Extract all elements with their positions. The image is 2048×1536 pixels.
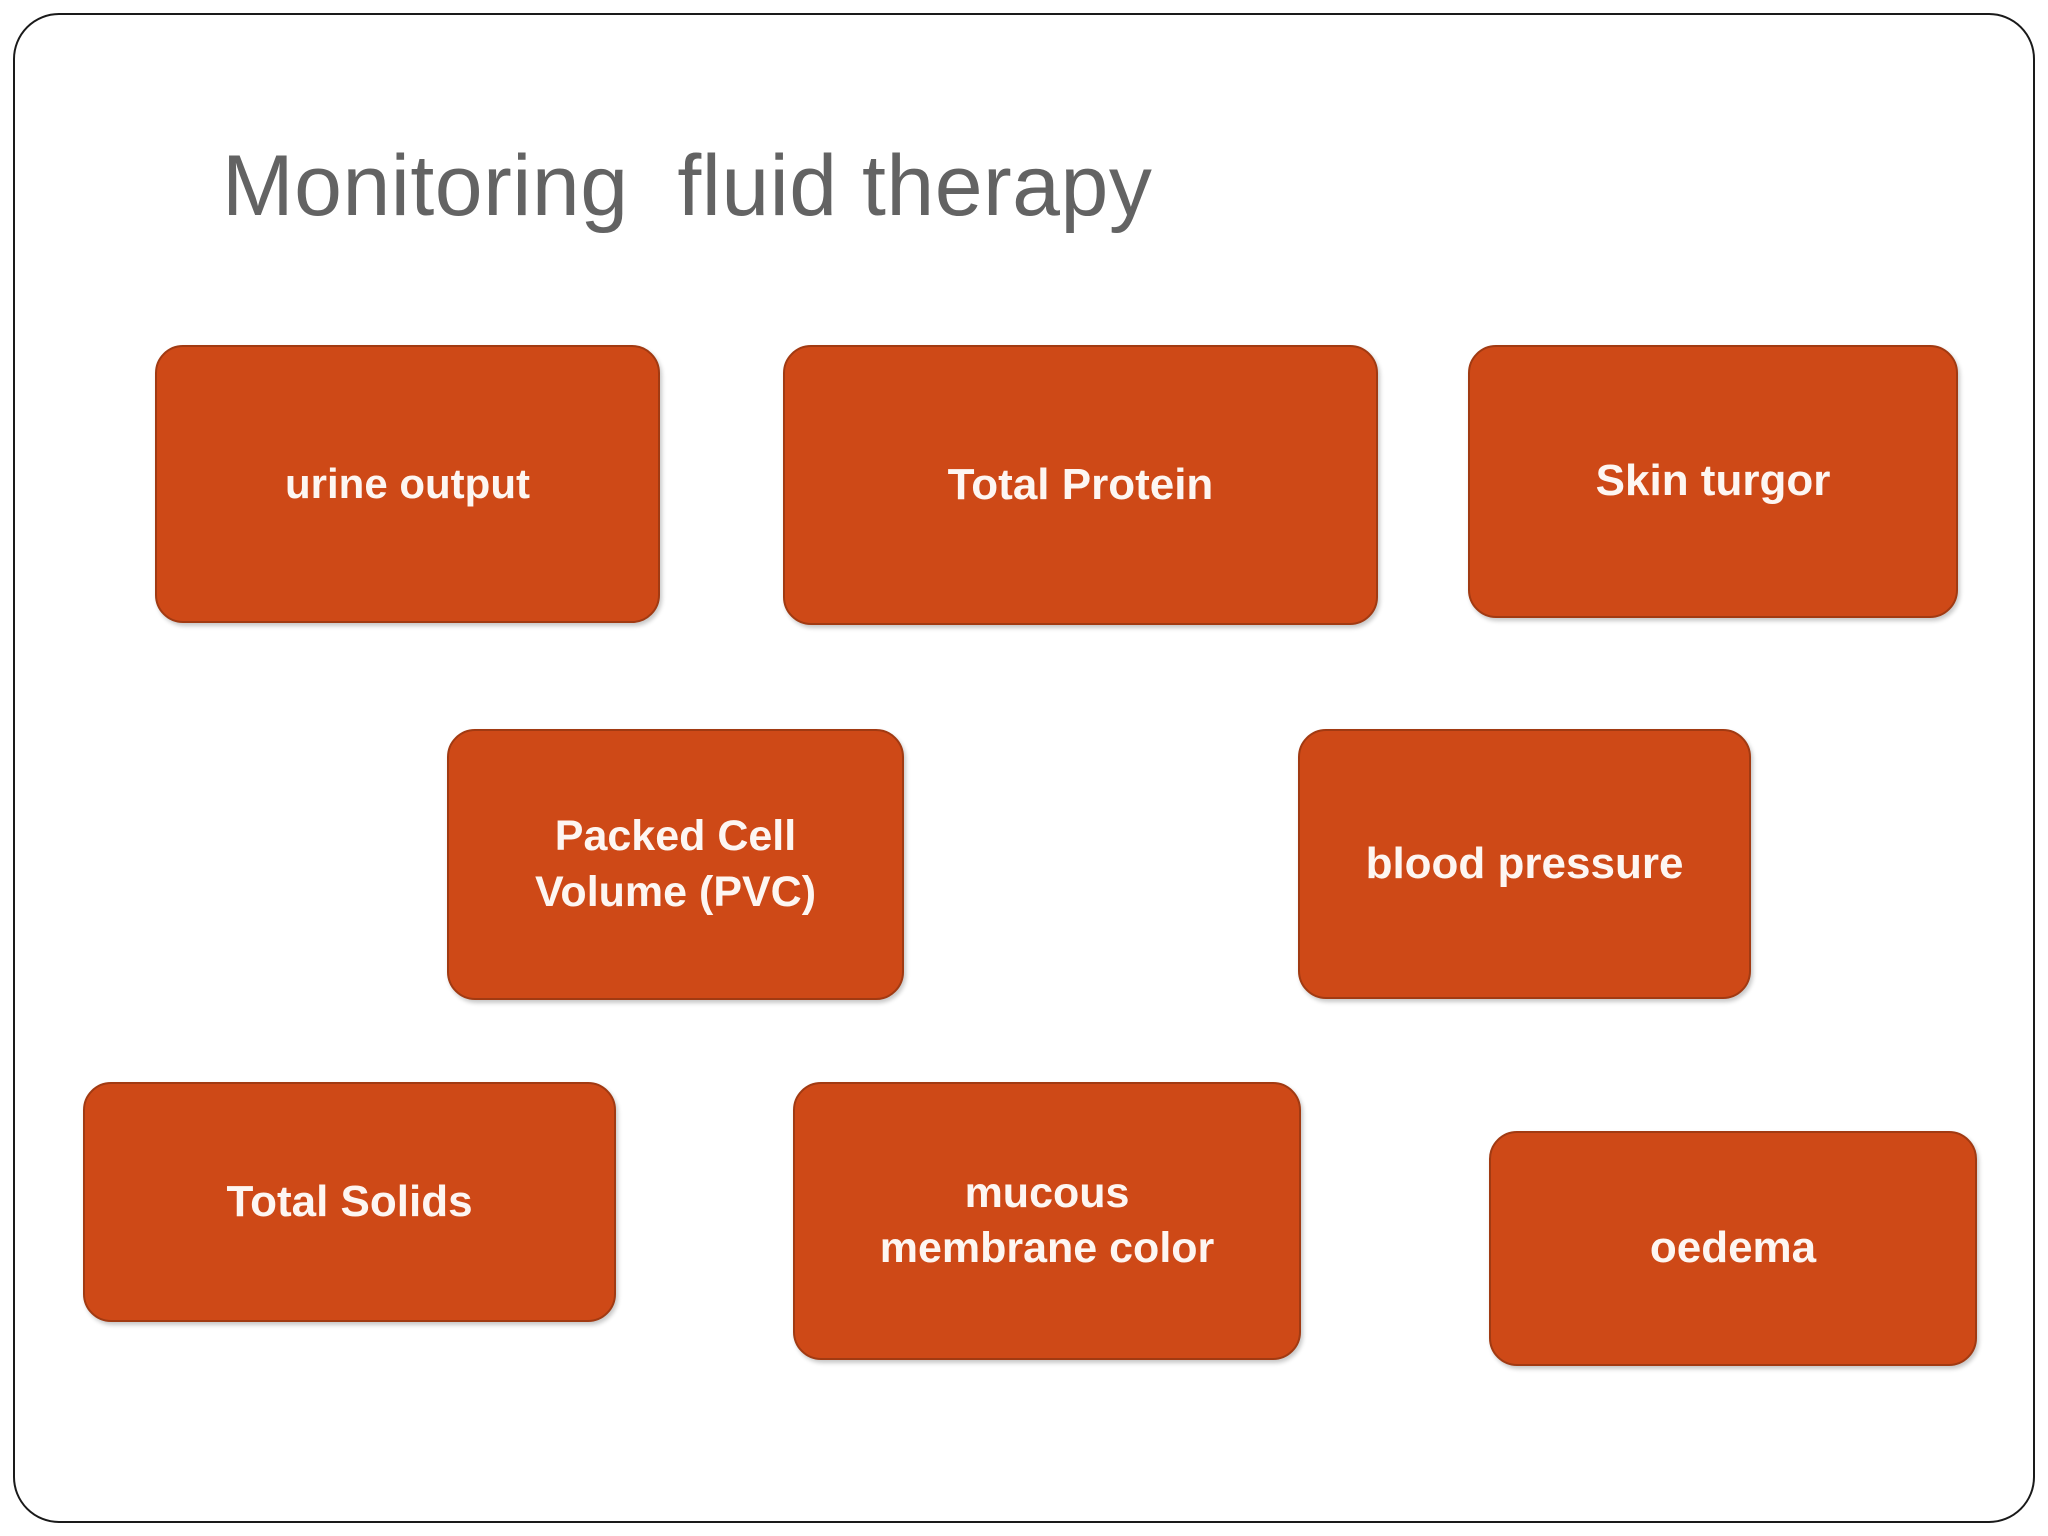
page-title: Monitoring fluid therapy: [222, 138, 1153, 234]
node-label: oedema: [1649, 1223, 1817, 1273]
node-label: blood pressure: [1365, 838, 1684, 888]
node-packed-cell-volume[interactable]: Packed Cell Volume (PVC): [447, 729, 904, 1000]
node-label: Packed Cell Volume (PVC): [534, 812, 817, 916]
node-label: mucous membrane color: [879, 1168, 1215, 1272]
node-label: Total Solids: [226, 1176, 473, 1226]
node-label: Skin turgor: [1595, 456, 1831, 506]
node-urine-output[interactable]: urine output: [155, 345, 660, 623]
node-total-protein[interactable]: Total Protein: [783, 345, 1378, 625]
node-total-solids[interactable]: Total Solids: [83, 1082, 616, 1322]
node-skin-turgor[interactable]: Skin turgor: [1468, 345, 1958, 618]
node-oedema[interactable]: oedema: [1489, 1131, 1977, 1366]
node-mucous-membrane-color[interactable]: mucous membrane color: [793, 1082, 1301, 1360]
node-label: urine output: [285, 460, 530, 508]
node-label: Total Protein: [947, 459, 1214, 509]
node-blood-pressure[interactable]: blood pressure: [1298, 729, 1751, 999]
